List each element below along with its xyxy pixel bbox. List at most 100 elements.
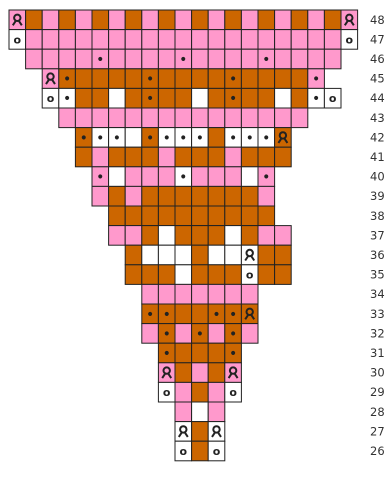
row-number-label: 31: [370, 346, 385, 360]
dot-symbol: •: [229, 346, 237, 362]
stitch-cell: [42, 30, 59, 50]
stitch-cell: [109, 30, 126, 50]
stitch-cell: [208, 363, 225, 383]
stitch-cell: [75, 10, 92, 30]
stitch-cell: [158, 30, 175, 50]
stitch-cell: [142, 245, 159, 265]
stitch-cell: [324, 30, 341, 50]
stitch-cell: [208, 108, 225, 128]
stitch-cell: [175, 265, 192, 285]
stitch-cell: [175, 363, 192, 383]
stitch-cell: [208, 49, 225, 69]
stitch-cell: [275, 128, 292, 148]
dot-symbol: •: [229, 326, 237, 342]
stitch-cell: [208, 265, 225, 285]
dot-symbol: •: [229, 91, 237, 107]
stitch-cell: [275, 265, 292, 285]
stitch-cell: [125, 206, 142, 226]
dot-symbol: •: [63, 91, 71, 107]
stitch-cell: [26, 30, 43, 50]
dot-symbol: •: [146, 307, 154, 323]
stitch-cell: [192, 147, 209, 167]
row-number-label: 43: [370, 111, 385, 125]
stitch-cell: [92, 88, 109, 108]
stitch-cell: [142, 30, 159, 50]
row-number-label: 33: [370, 307, 385, 321]
stitch-cell: [109, 49, 126, 69]
dot-symbol: •: [312, 72, 320, 88]
stitch-cell: [192, 108, 209, 128]
stitch-cell: [192, 402, 209, 422]
stitch-cell: [192, 69, 209, 89]
stitch-cell: [241, 304, 258, 324]
stitch-cell: [208, 206, 225, 226]
stitch-cell: [192, 167, 209, 187]
stitch-cell: [192, 284, 209, 304]
stitch-cell: [291, 10, 308, 30]
stitch-cell: [241, 30, 258, 50]
stitch-cell: [142, 226, 159, 246]
stitch-cell: [92, 108, 109, 128]
stitch-cell: [9, 10, 26, 30]
stitch-cell: [208, 69, 225, 89]
stitch-cell: [175, 108, 192, 128]
row-number-label: 35: [370, 268, 385, 282]
row-number-label: 44: [370, 91, 385, 105]
stitch-cell: [241, 206, 258, 226]
stitch-cell: [109, 186, 126, 206]
stitch-cell: [75, 49, 92, 69]
stitch-cell: [175, 147, 192, 167]
stitch-cell: [175, 226, 192, 246]
stitch-cell: [258, 147, 275, 167]
row-number-label: 29: [370, 385, 385, 399]
stitch-cell: [175, 304, 192, 324]
row-number-label: 34: [370, 287, 385, 301]
stitch-cell: [158, 108, 175, 128]
stitch-cell: [291, 88, 308, 108]
stitch-cell: [208, 245, 225, 265]
stitch-cell: [59, 10, 76, 30]
stitch-cell: [275, 88, 292, 108]
dot-symbol: •: [146, 91, 154, 107]
stitch-cell: [109, 206, 126, 226]
yarn-over-symbol: o: [246, 269, 254, 282]
stitch-cell: [192, 422, 209, 442]
stitch-cell: [291, 49, 308, 69]
yarn-over-symbol: o: [14, 33, 22, 46]
stitch-cell: [92, 30, 109, 50]
dot-symbol: •: [163, 326, 171, 342]
stitch-cell: [225, 30, 242, 50]
stitch-cell: [142, 167, 159, 187]
stitch-cell: [125, 128, 142, 148]
stitch-cell: [275, 226, 292, 246]
dot-symbol: •: [163, 346, 171, 362]
row-number-label: 48: [370, 13, 385, 27]
stitch-cell: [258, 226, 275, 246]
stitch-cell: [42, 49, 59, 69]
dot-symbol: •: [63, 72, 71, 88]
stitch-cell: [109, 167, 126, 187]
stitch-cell: [142, 265, 159, 285]
dot-symbol: •: [196, 326, 204, 342]
stitch-cell: [308, 10, 325, 30]
stitch-cell: [192, 206, 209, 226]
stitch-cell: [241, 147, 258, 167]
stitch-cell: [241, 284, 258, 304]
dot-symbol: •: [229, 307, 237, 323]
stitch-cell: [175, 186, 192, 206]
stitch-cell: [208, 30, 225, 50]
stitch-cell: [125, 186, 142, 206]
dot-symbol: •: [246, 130, 254, 146]
stitch-cell: [225, 206, 242, 226]
stitch-cell: [175, 88, 192, 108]
row-number-label: 45: [370, 72, 385, 86]
stitch-cell: [75, 88, 92, 108]
row-number-label: 32: [370, 326, 385, 340]
stitch-cell: [208, 128, 225, 148]
stitch-cell: [241, 226, 258, 246]
stitch-cell: [192, 245, 209, 265]
dot-symbol: •: [96, 52, 104, 68]
stitch-cell: [175, 245, 192, 265]
dot-symbol: •: [212, 307, 220, 323]
